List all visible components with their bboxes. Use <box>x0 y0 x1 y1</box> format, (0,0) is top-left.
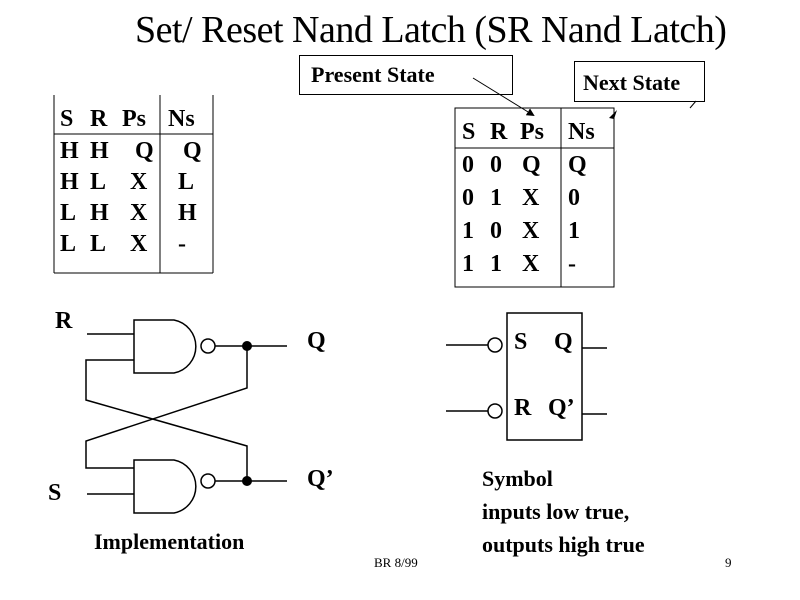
cell-r: 0 <box>490 218 502 244</box>
sr-latch-symbol <box>446 312 607 441</box>
implementation-caption: Implementation <box>94 529 245 554</box>
cell-ps: X <box>522 218 540 244</box>
cell-ns: - <box>568 251 576 277</box>
cell-ns: 1 <box>568 218 580 244</box>
symbol-pin-qbar: Q’ <box>548 395 575 421</box>
table-hl-header-ns: Ns <box>168 106 195 132</box>
cell-ns: Q <box>568 152 587 178</box>
cell-s: 0 <box>462 152 474 178</box>
cell-ps: X <box>522 251 540 277</box>
input-r-label: R <box>55 308 73 334</box>
present-state-callout: Present State <box>299 55 513 95</box>
table-01-frame <box>454 107 615 288</box>
present-state-label: Present State <box>311 62 435 87</box>
symbol-caption-line-3: outputs high true <box>482 532 645 557</box>
table-hl-header-ps: Ps <box>122 106 146 132</box>
symbol-pin-s: S <box>514 329 528 355</box>
cell-s: 0 <box>462 185 474 211</box>
next-state-callout: Next State <box>574 61 705 102</box>
cell-r: 0 <box>490 152 502 178</box>
symbol-caption-line-1: Symbol <box>482 466 553 491</box>
table-01-header-r: R <box>490 119 508 145</box>
cell-ps: Q <box>135 138 154 164</box>
junction-dot-qbar <box>242 476 252 486</box>
symbol-pin-r: R <box>514 395 532 421</box>
cell-s: H <box>60 169 79 195</box>
cell-r: H <box>90 138 109 164</box>
table-hl-header-r: R <box>90 106 108 132</box>
cell-s: L <box>60 200 77 226</box>
next-state-label: Next State <box>583 70 681 95</box>
cell-r: L <box>90 231 107 257</box>
symbol-caption: Symbol inputs low true, outputs high tru… <box>482 462 645 561</box>
footer-page-number: 9 <box>725 555 732 570</box>
cell-ns: - <box>178 231 186 257</box>
cell-ps: X <box>130 169 148 195</box>
output-qbar-label: Q’ <box>307 466 334 492</box>
output-q-label: Q <box>307 328 326 354</box>
cell-ps: X <box>522 185 540 211</box>
cell-s: L <box>60 231 77 257</box>
nand-gate-bottom <box>133 459 216 514</box>
table-01-header-ps: Ps <box>520 119 544 145</box>
table-hl-header-s: S <box>60 106 74 132</box>
cell-ps: X <box>130 231 148 257</box>
table-01-header-s: S <box>462 119 476 145</box>
cell-r: 1 <box>490 185 502 211</box>
circuit-wires <box>85 333 287 495</box>
cell-s: 1 <box>462 218 474 244</box>
table-hl-frame <box>53 95 214 274</box>
cell-ps: Q <box>522 152 541 178</box>
symbol-caption-line-2: inputs low true, <box>482 499 630 524</box>
cell-s: 1 <box>462 251 474 277</box>
cell-ns: H <box>178 200 197 226</box>
cell-ps: X <box>130 200 148 226</box>
nand-gate-top <box>133 319 216 374</box>
symbol-pin-q: Q <box>554 329 573 355</box>
input-s-label: S <box>48 480 62 506</box>
footer-author-date: BR 8/99 <box>374 555 418 570</box>
slide-title: Set/ Reset Nand Latch (SR Nand Latch) <box>135 9 727 51</box>
cell-ns: L <box>178 169 195 195</box>
cell-ns: 0 <box>568 185 580 211</box>
cell-r: 1 <box>490 251 502 277</box>
cell-s: H <box>60 138 79 164</box>
cell-ns: Q <box>183 138 202 164</box>
next-state-arrow-line <box>612 101 697 120</box>
cell-r: H <box>90 200 109 226</box>
table-01-header-ns: Ns <box>568 119 595 145</box>
junction-dot-q <box>242 341 252 351</box>
present-state-arrow <box>472 77 535 117</box>
cell-r: L <box>90 169 107 195</box>
